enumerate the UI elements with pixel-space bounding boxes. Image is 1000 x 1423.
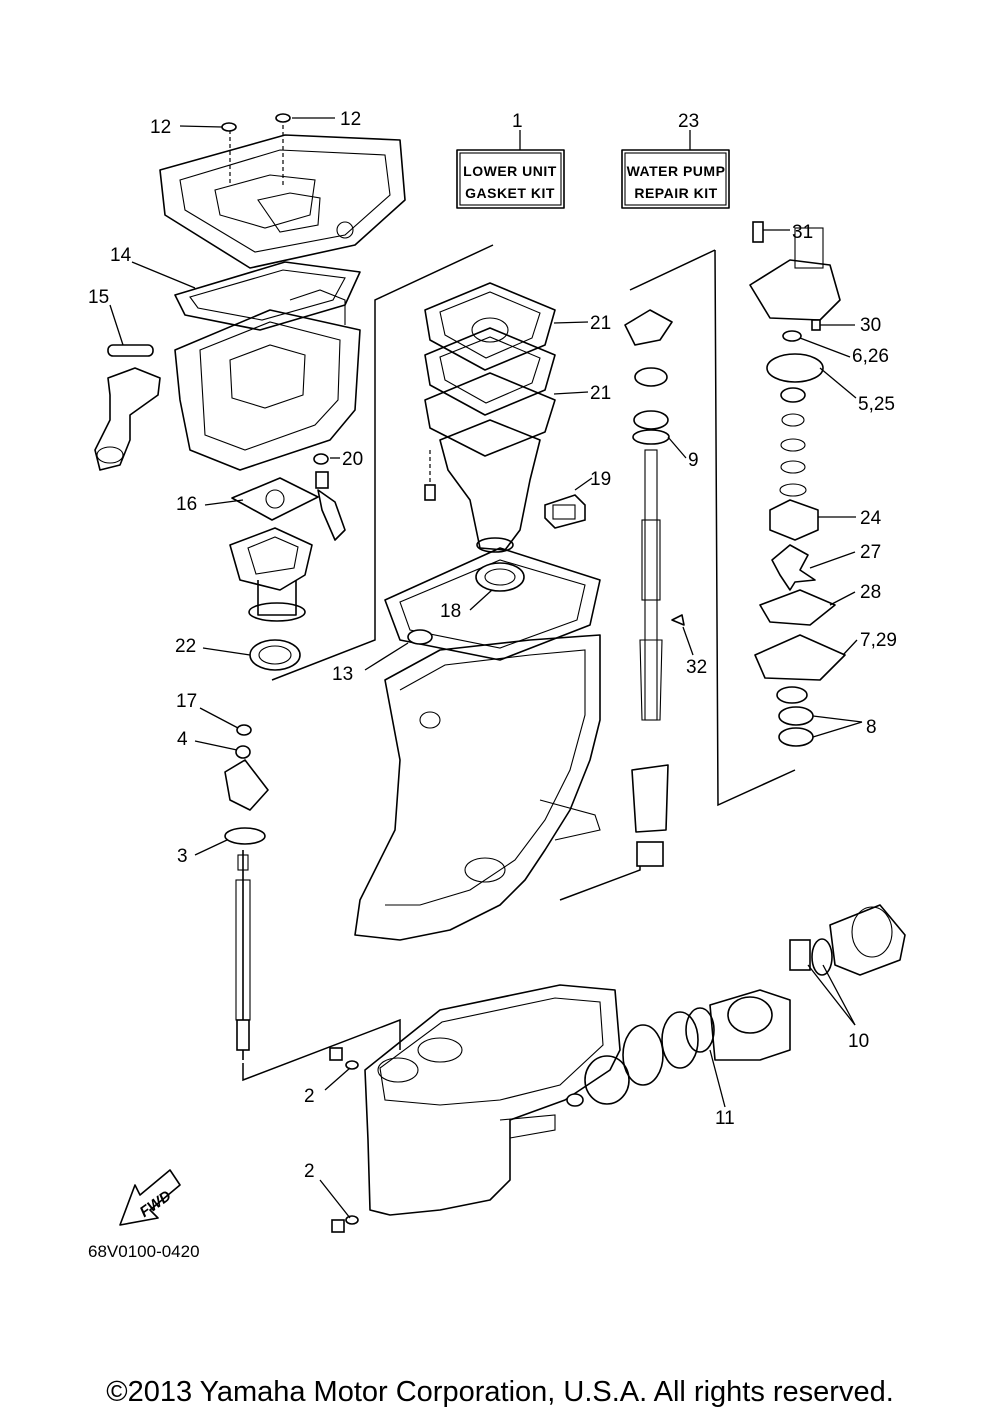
kit-label-line2: GASKET KIT: [465, 185, 555, 201]
oil-strainer: [94, 344, 161, 471]
shift-rod-assembly: [224, 724, 269, 1060]
gaskets-21: [424, 282, 556, 457]
kit-label-line1: WATER PUMP: [627, 163, 726, 179]
callout-6-26: 6,26: [852, 346, 889, 367]
callout-18: 18: [440, 601, 461, 622]
callout-31: 31: [792, 222, 813, 243]
o-ring-3: [224, 827, 266, 845]
callout-2-upper: 2: [304, 1086, 315, 1107]
drawing-code: 68V0100-0420: [88, 1242, 200, 1261]
callout-4: 4: [177, 729, 188, 750]
callout-19: 19: [590, 469, 611, 490]
lower-unit-gasket-kit-box: LOWER UNIT GASKET KIT: [456, 149, 565, 209]
drain-20: [313, 453, 346, 541]
guide-lines: [242, 244, 796, 1082]
callout-17: 17: [176, 691, 197, 712]
propeller-shaft-group: [566, 904, 906, 1107]
leader-lines: [109, 117, 863, 1219]
gasket-14: [174, 261, 361, 331]
callout-5-25: 5,25: [858, 394, 895, 415]
o-ring-12-right: [275, 113, 291, 123]
callout-9: 9: [688, 450, 699, 471]
callout-12-left: 12: [150, 117, 171, 138]
callout-27: 27: [860, 542, 881, 563]
callout-7-29: 7,29: [860, 630, 897, 651]
upper-casing-cover: [159, 113, 406, 269]
callout-32: 32: [686, 657, 707, 678]
callout-21-lower: 21: [590, 383, 611, 404]
callout-3: 3: [177, 846, 188, 867]
oil-seal-22: [249, 639, 301, 671]
callout-23: 23: [678, 111, 699, 132]
callout-20: 20: [342, 449, 363, 470]
kit-label-line2: REPAIR KIT: [634, 185, 717, 201]
callout-14: 14: [110, 245, 132, 266]
exhaust-guide: [424, 419, 541, 553]
water-pump-repair-kit-box: WATER PUMP REPAIR KIT: [621, 149, 730, 209]
callout-numbers: 1 2 2 3 4 5,25 6,26 7,29 8 9 10 11 12 12…: [88, 109, 897, 1182]
damper-19: [544, 494, 586, 529]
o-ring-17: [236, 724, 252, 736]
o-ring-15: [107, 344, 154, 357]
kit-label-line1: LOWER UNIT: [463, 163, 557, 179]
callout-12-right: 12: [340, 109, 361, 130]
callout-24: 24: [860, 508, 882, 529]
callout-28: 28: [860, 582, 881, 603]
upper-casing: [354, 634, 601, 941]
callout-13: 13: [332, 664, 353, 685]
callout-11: 11: [715, 1108, 735, 1129]
o-ring-11: [685, 1007, 715, 1053]
oil-pan: [174, 289, 361, 471]
callout-16: 16: [176, 494, 197, 515]
callout-8: 8: [866, 717, 877, 738]
bolts-2: [329, 1047, 359, 1233]
callout-22: 22: [175, 636, 196, 657]
o-ring-12-left: [221, 122, 237, 132]
gasket-13: [384, 547, 601, 661]
callout-21-upper: 21: [590, 313, 611, 334]
callout-15: 15: [88, 287, 109, 308]
oil-seal-18: [475, 562, 525, 592]
callout-30: 30: [860, 315, 881, 336]
water-pump: [749, 221, 846, 747]
gasket-16: [231, 477, 319, 521]
mount-housing: [229, 527, 313, 622]
callout-1: 1: [512, 111, 523, 132]
callout-10: 10: [848, 1031, 869, 1052]
bushing-4: [235, 745, 251, 759]
lower-casing: [364, 984, 621, 1216]
drive-shaft: [624, 309, 685, 867]
copyright-notice: ©2013 Yamaha Motor Corporation, U.S.A. A…: [106, 1376, 894, 1408]
seal-9: [632, 429, 670, 445]
fwd-arrow: FWD: [119, 1169, 181, 1226]
callout-2-lower: 2: [304, 1161, 315, 1182]
